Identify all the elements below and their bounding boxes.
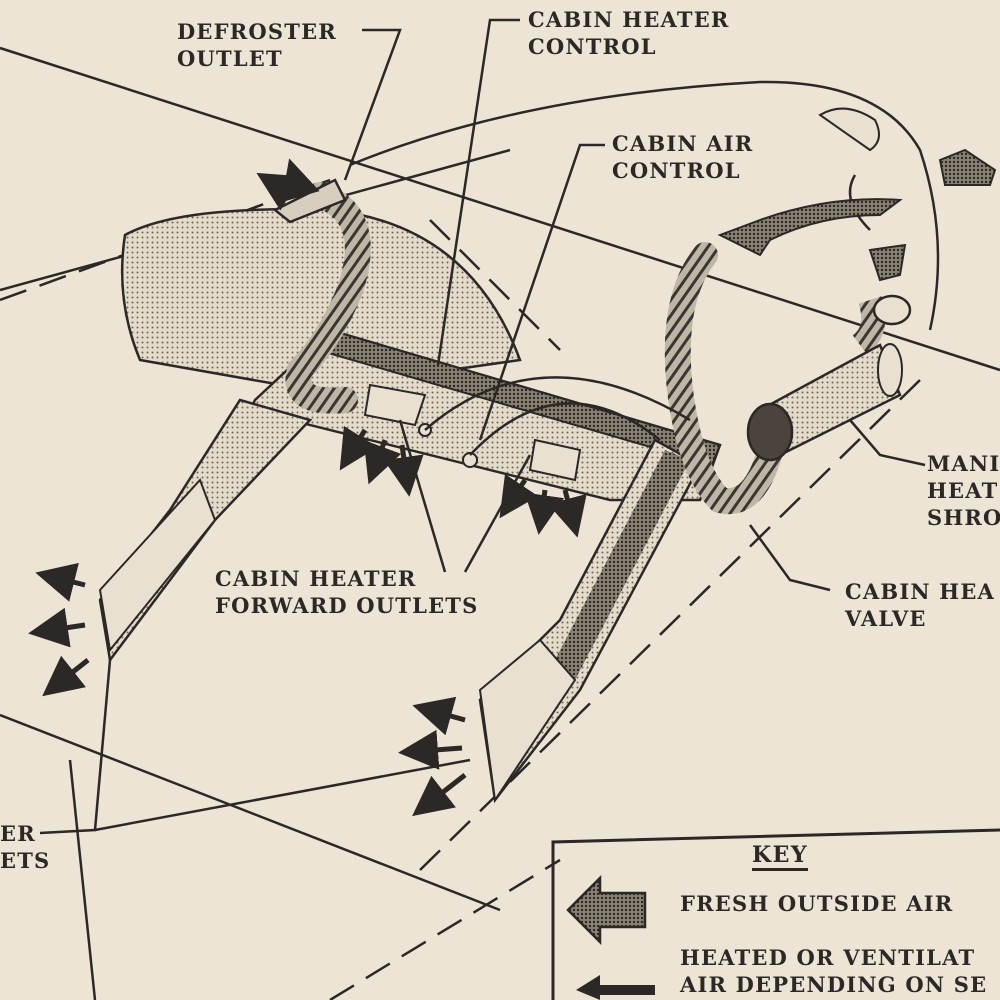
fresh-air-arrow-icon bbox=[566, 874, 647, 946]
fuselage-outline bbox=[0, 46, 1000, 1000]
glare-shield bbox=[120, 208, 522, 392]
label-cabin-heater-aft-outlets: ER ETS bbox=[0, 821, 51, 873]
label-cabin-heat-valve: CABIN HEA VALVE bbox=[845, 579, 996, 631]
label-cabin-heater-forward-outlets: CABIN HEATER FORWARD OUTLETS bbox=[215, 566, 479, 618]
key-item-fresh-air-label: FRESH OUTSIDE AIR bbox=[680, 891, 954, 916]
airflow-arrows bbox=[28, 158, 587, 817]
defroster-hose bbox=[285, 182, 371, 414]
manifold-shroud bbox=[746, 343, 903, 462]
key-title: KEY bbox=[752, 842, 809, 871]
label-defroster-outlet: DEFROSTER OUTLET bbox=[177, 19, 337, 71]
fresh-air-duct-arrow-icon bbox=[717, 198, 903, 257]
heated-air-arrow-icon bbox=[576, 975, 655, 1000]
label-cabin-heater-control: CABIN HEATER CONTROL bbox=[528, 7, 730, 59]
key-box bbox=[551, 828, 1000, 1000]
forward-outlet-grilles bbox=[363, 383, 582, 482]
label-cabin-air-control: CABIN AIR CONTROL bbox=[612, 131, 754, 183]
heat-hose bbox=[664, 242, 788, 515]
key-item-heated-air-label: HEATED OR VENTILAT AIR DEPENDING ON SE bbox=[680, 945, 988, 997]
label-manifold-heat-shroud: MANI HEAT SHRO bbox=[927, 451, 1000, 530]
